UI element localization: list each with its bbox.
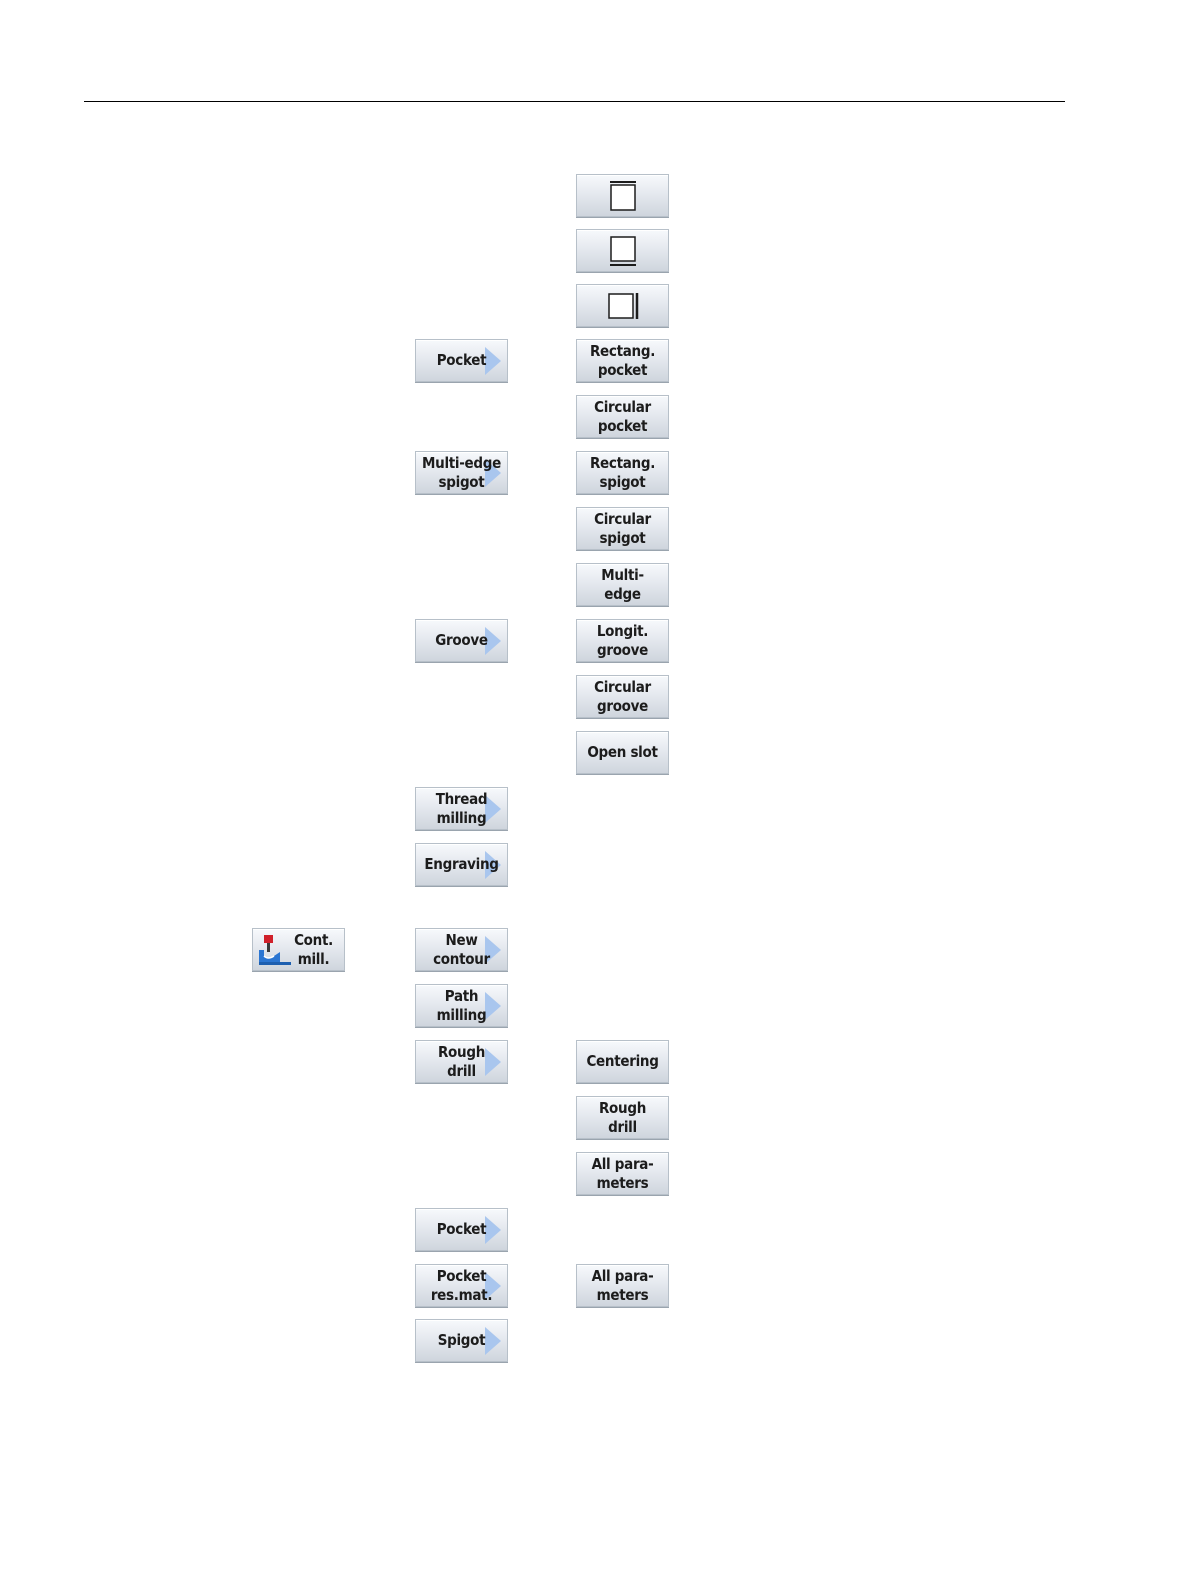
cont-mill-label: Cont. mill. [294,930,333,968]
new-contour-button[interactable]: New contour [415,928,508,971]
submenu-arrow-icon [485,1271,501,1300]
spigot-label: Spigot [437,1331,486,1349]
pocket-label: Pocket [436,351,487,369]
face-milling-bottom-button[interactable] [576,229,669,272]
new-contour-label: New contour [433,930,490,968]
face-milling-bottom-edge-icon [609,235,636,266]
all-parameters-res-mat-label: All para- meters [591,1266,654,1304]
submenu-arrow-icon [485,935,501,964]
contour-pocket-label: Pocket [436,1220,487,1238]
pocket-res-mat-button[interactable]: Pocket res.mat. [415,1264,508,1307]
face-milling-right-button[interactable] [576,284,669,327]
submenu-arrow-icon [485,991,501,1020]
face-milling-right-edge-icon [607,292,638,319]
cont-mill-button[interactable]: Cont. mill. [252,928,345,971]
circular-groove-button[interactable]: Circular groove [576,675,669,718]
centering-label: Centering [586,1052,659,1070]
pocket-button[interactable]: Pocket [415,339,508,382]
engraving-button[interactable]: Engraving [415,843,508,886]
rectang-spigot-button[interactable]: Rectang. spigot [576,451,669,494]
circular-groove-label: Circular groove [594,677,651,715]
path-milling-label: Path milling [436,986,487,1024]
open-slot-button[interactable]: Open slot [576,731,669,774]
rough-drill-sub-button[interactable]: Rough drill [576,1096,669,1139]
circular-pocket-button[interactable]: Circular pocket [576,395,669,438]
centering-button[interactable]: Centering [576,1040,669,1083]
circular-spigot-button[interactable]: Circular spigot [576,507,669,550]
rough-drill-button[interactable]: Rough drill [415,1040,508,1083]
longit-groove-button[interactable]: Longit. groove [576,619,669,662]
submenu-arrow-icon [485,850,501,879]
pocket-res-mat-label: Pocket res.mat. [430,1266,493,1304]
submenu-arrow-icon [485,1326,501,1355]
open-slot-label: Open slot [587,743,658,761]
spigot-button[interactable]: Spigot [415,1319,508,1362]
circular-pocket-label: Circular pocket [594,397,651,435]
multi-edge-spigot-button[interactable]: Multi-edge spigot [415,451,508,494]
all-parameters-res-mat-button[interactable]: All para- meters [576,1264,669,1307]
groove-button[interactable]: Groove [415,619,508,662]
engraving-label: Engraving [424,855,499,873]
contour-pocket-button[interactable]: Pocket [415,1208,508,1251]
submenu-arrow-icon [485,794,501,823]
rectang-pocket-button[interactable]: Rectang. pocket [576,339,669,382]
all-parameters-button[interactable]: All para- meters [576,1152,669,1195]
submenu-arrow-icon [485,1215,501,1244]
submenu-arrow-icon [485,1047,501,1076]
multi-edge-label: Multi- edge [601,565,644,603]
rectang-spigot-label: Rectang. spigot [589,453,656,491]
rough-drill-sub-label: Rough drill [598,1098,647,1136]
thread-milling-button[interactable]: Thread milling [415,787,508,830]
submenu-arrow-icon [485,346,501,375]
submenu-arrow-icon [485,626,501,655]
all-parameters-label: All para- meters [591,1154,654,1192]
face-milling-top-edge-icon [609,180,636,211]
submenu-arrow-icon [485,458,501,487]
header-rule [84,101,1065,102]
multi-edge-button[interactable]: Multi- edge [576,563,669,606]
path-milling-button[interactable]: Path milling [415,984,508,1027]
contour-milling-icon [259,935,291,965]
rectang-pocket-label: Rectang. pocket [589,341,656,379]
face-milling-top-button[interactable] [576,174,669,217]
multi-edge-spigot-label: Multi-edge spigot [422,453,501,491]
rough-drill-label: Rough drill [437,1042,486,1080]
thread-milling-label: Thread milling [435,789,488,827]
groove-label: Groove [435,631,488,649]
longit-groove-label: Longit. groove [596,621,649,659]
circular-spigot-label: Circular spigot [594,509,651,547]
